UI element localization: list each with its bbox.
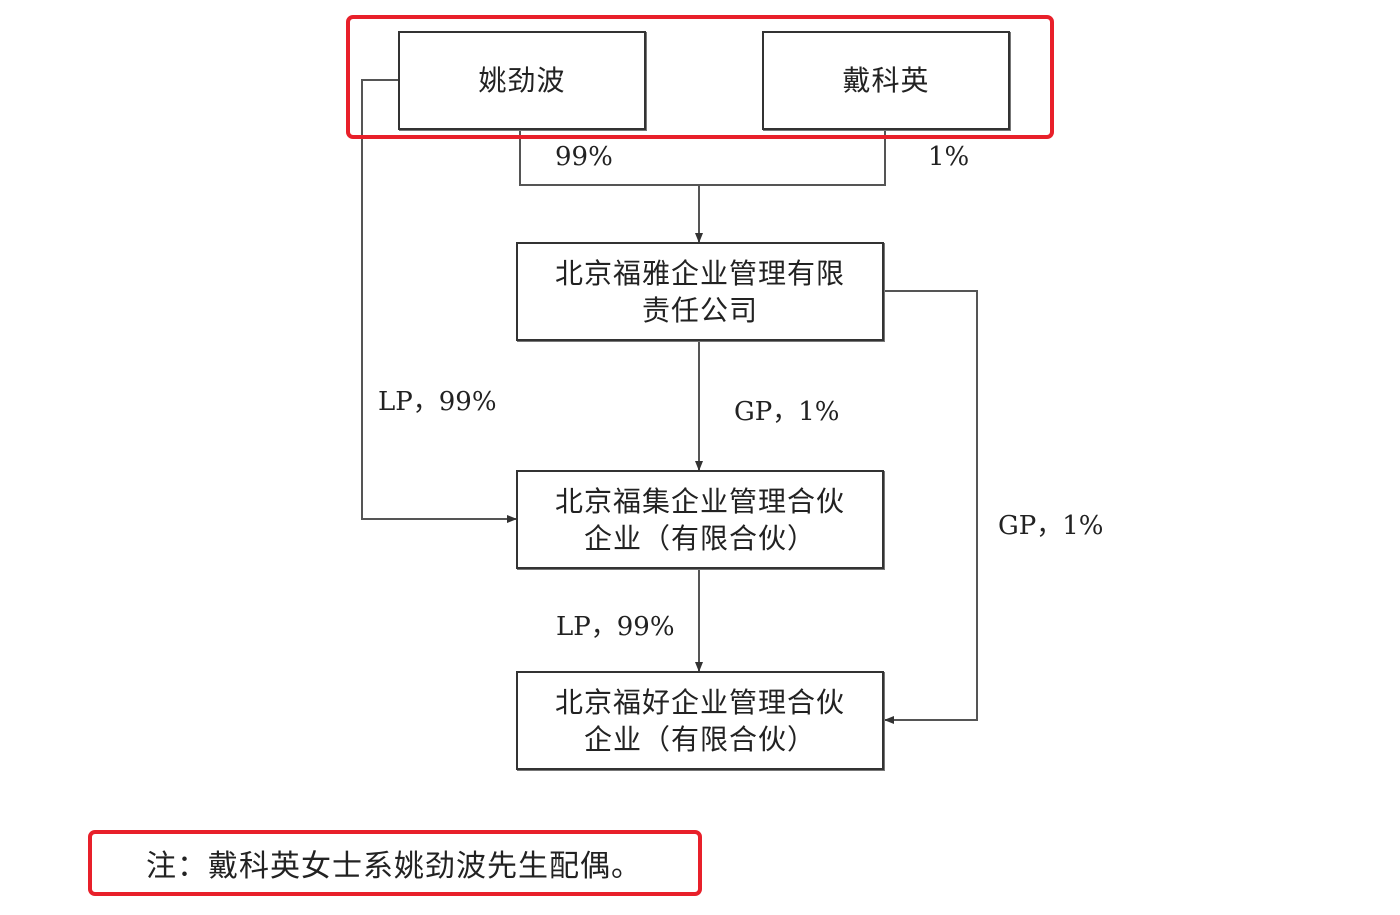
entity-box-fuji: 北京福集企业管理合伙 企业（有限合伙） <box>516 470 884 569</box>
edge-label-fuya-fuhao: GP，1% <box>998 511 1104 541</box>
entity-box-fuya: 北京福雅企业管理有限 责任公司 <box>516 242 884 341</box>
entity-name-line: 责任公司 <box>641 293 758 327</box>
edge-label-fuji-fuhao: LP，99% <box>556 612 675 642</box>
person-name: 戴科英 <box>842 64 930 97</box>
edge-persons-join <box>519 129 886 186</box>
person-name: 姚劲波 <box>478 64 566 97</box>
note-text: 注：戴科英女士系姚劲波先生配偶。 <box>146 848 642 884</box>
edge-yao-fuji <box>361 79 517 523</box>
edge-label-yao-fuya: 99% <box>555 142 613 172</box>
edge-fuya-fuhao <box>883 290 978 724</box>
person-box-yao: 姚劲波 <box>398 31 646 130</box>
entity-name-line: 企业（有限合伙） <box>583 722 816 756</box>
persons-highlight <box>346 15 1054 139</box>
entity-box-fuhao: 北京福好企业管理合伙 企业（有限合伙） <box>516 671 884 770</box>
edge-label-dai-fuya: 1% <box>928 142 970 172</box>
entity-name-line: 北京福雅企业管理有限 <box>554 256 845 290</box>
entity-name-line: 北京福集企业管理合伙 <box>554 484 845 518</box>
note-highlight <box>88 830 702 896</box>
entity-name-line: 北京福好企业管理合伙 <box>554 685 845 719</box>
edge-label-fuya-fuji: GP，1% <box>734 397 840 427</box>
edge-label-yao-fuji: LP，99% <box>378 387 497 417</box>
person-box-dai: 戴科英 <box>762 31 1010 130</box>
entity-name-line: 企业（有限合伙） <box>583 521 816 555</box>
